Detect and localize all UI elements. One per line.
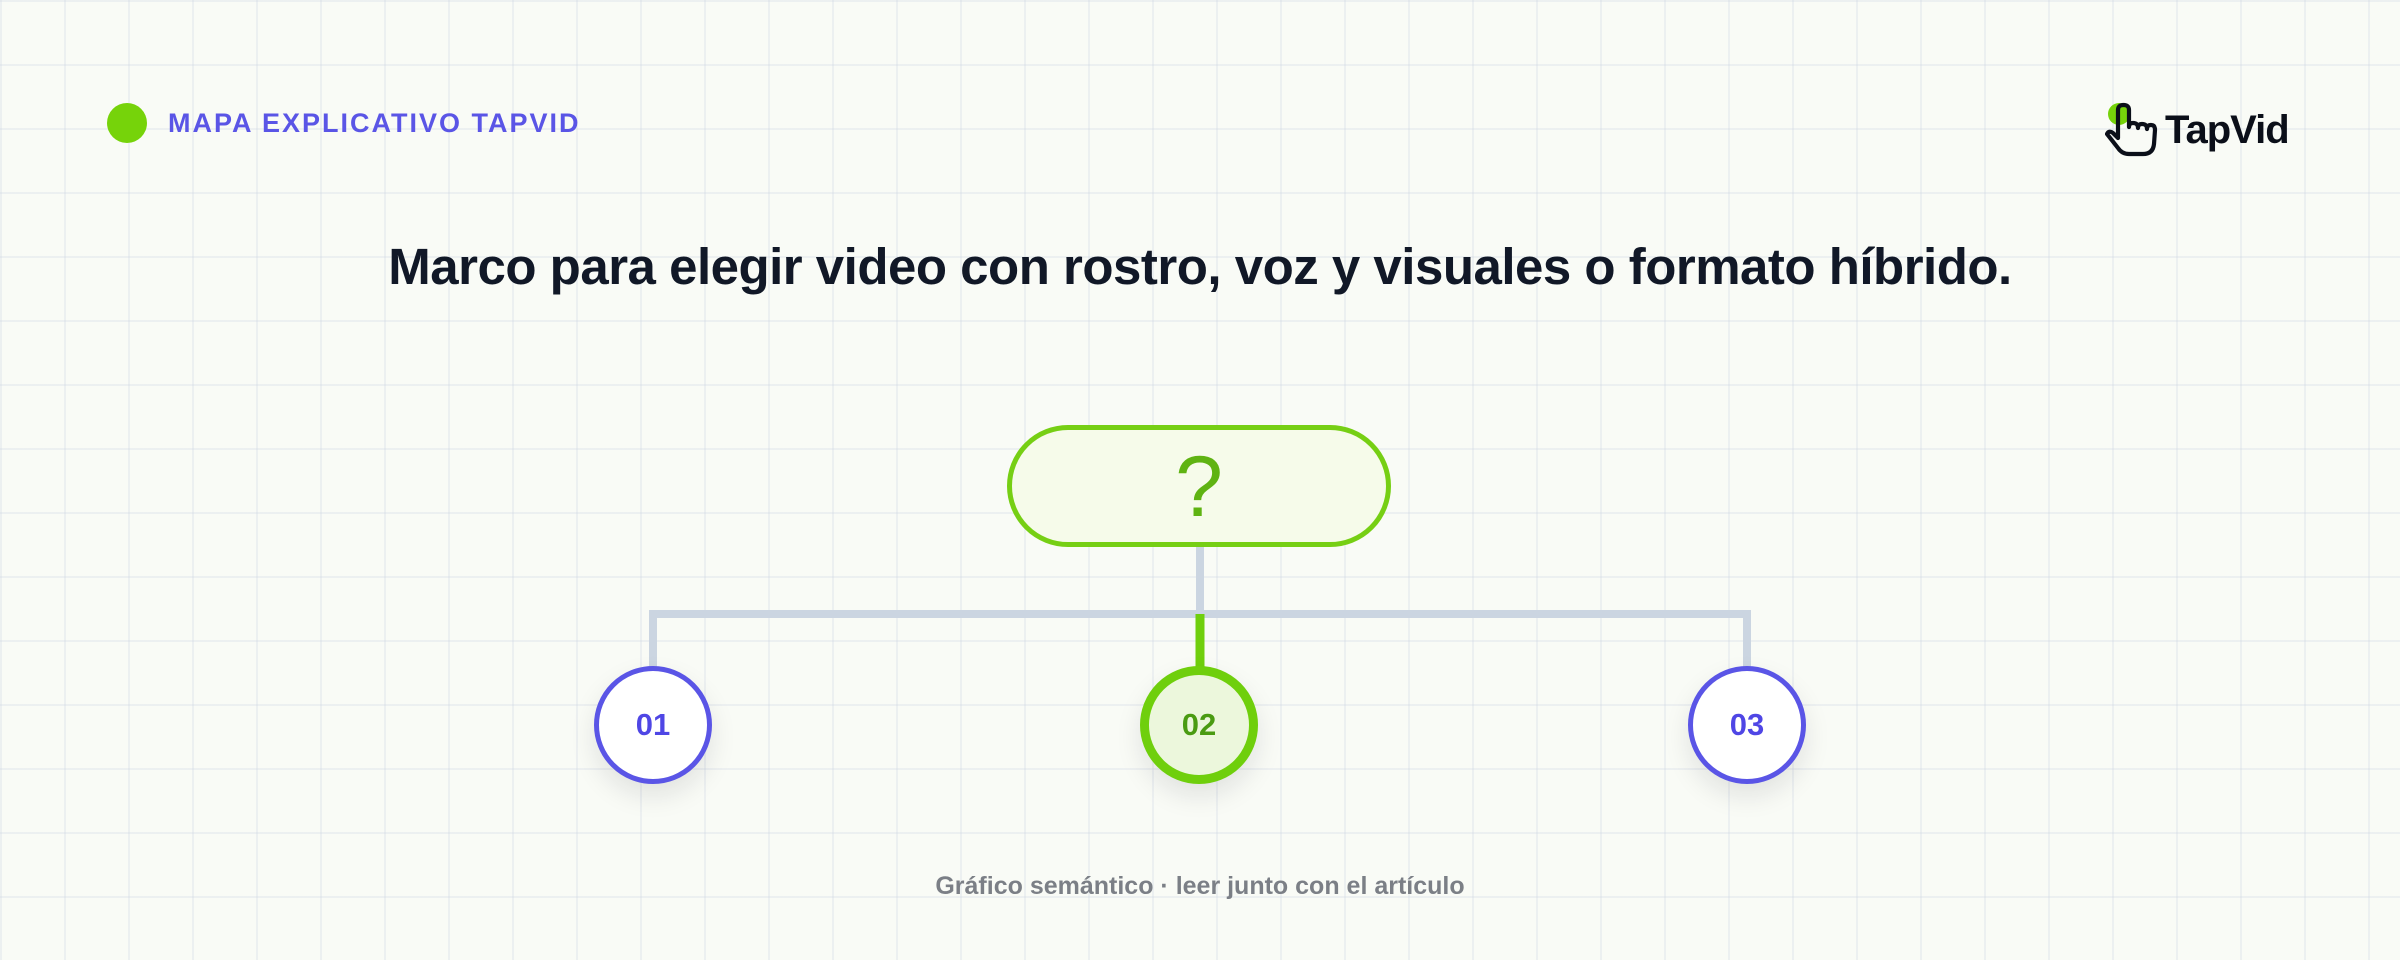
option-node-label: 03 [1729, 707, 1765, 742]
kicker-label: MAPA EXPLICATIVO TAPVID [168, 107, 581, 138]
question-root-node: ? [1007, 425, 1391, 547]
green-dot-icon [107, 103, 147, 143]
pointing-hand-cursor-icon [2105, 102, 2158, 157]
option-node-03: 03 [1688, 666, 1806, 784]
brand-name: TapVid [2165, 107, 2290, 152]
header-kicker: MAPA EXPLICATIVO TAPVID [107, 103, 581, 143]
option-node-02: 02 [1140, 666, 1258, 784]
option-node-label: 02 [1181, 707, 1217, 742]
option-node-label: 01 [635, 707, 671, 742]
footnote: Gráfico semántico · leer junto con el ar… [935, 872, 1465, 900]
option-node-01: 01 [594, 666, 712, 784]
page-title: Marco para elegir video con rostro, voz … [388, 238, 2012, 295]
question-mark-label: ? [1175, 439, 1223, 535]
brand-logo: TapVid [2105, 100, 2290, 160]
